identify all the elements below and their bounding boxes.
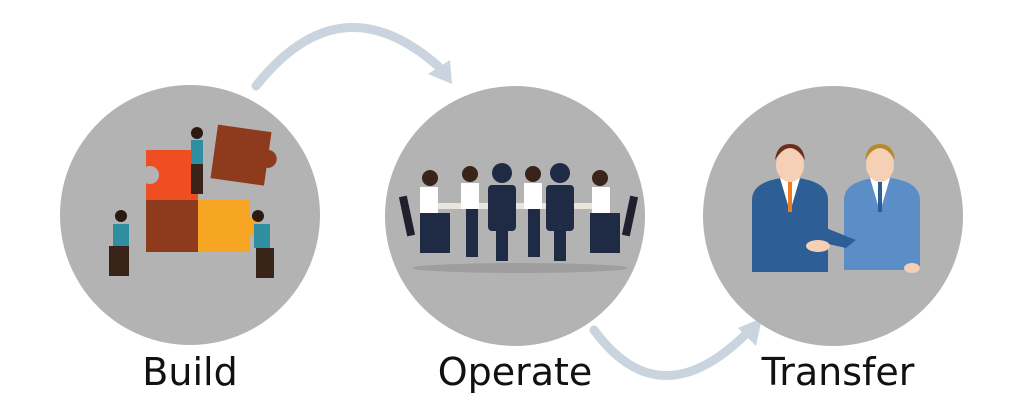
puzzle-builders-icon [109, 124, 277, 278]
step-label-build: Build [142, 350, 238, 394]
arrow-operate-to-transfer [589, 318, 762, 380]
arrow-build-to-operate [251, 23, 452, 91]
step-label-operate: Operate [437, 350, 593, 394]
step-label-transfer: Transfer [761, 350, 915, 394]
handshake-icon [752, 144, 920, 273]
transfer-circle [703, 86, 963, 346]
meeting-table-icon [398, 163, 639, 273]
